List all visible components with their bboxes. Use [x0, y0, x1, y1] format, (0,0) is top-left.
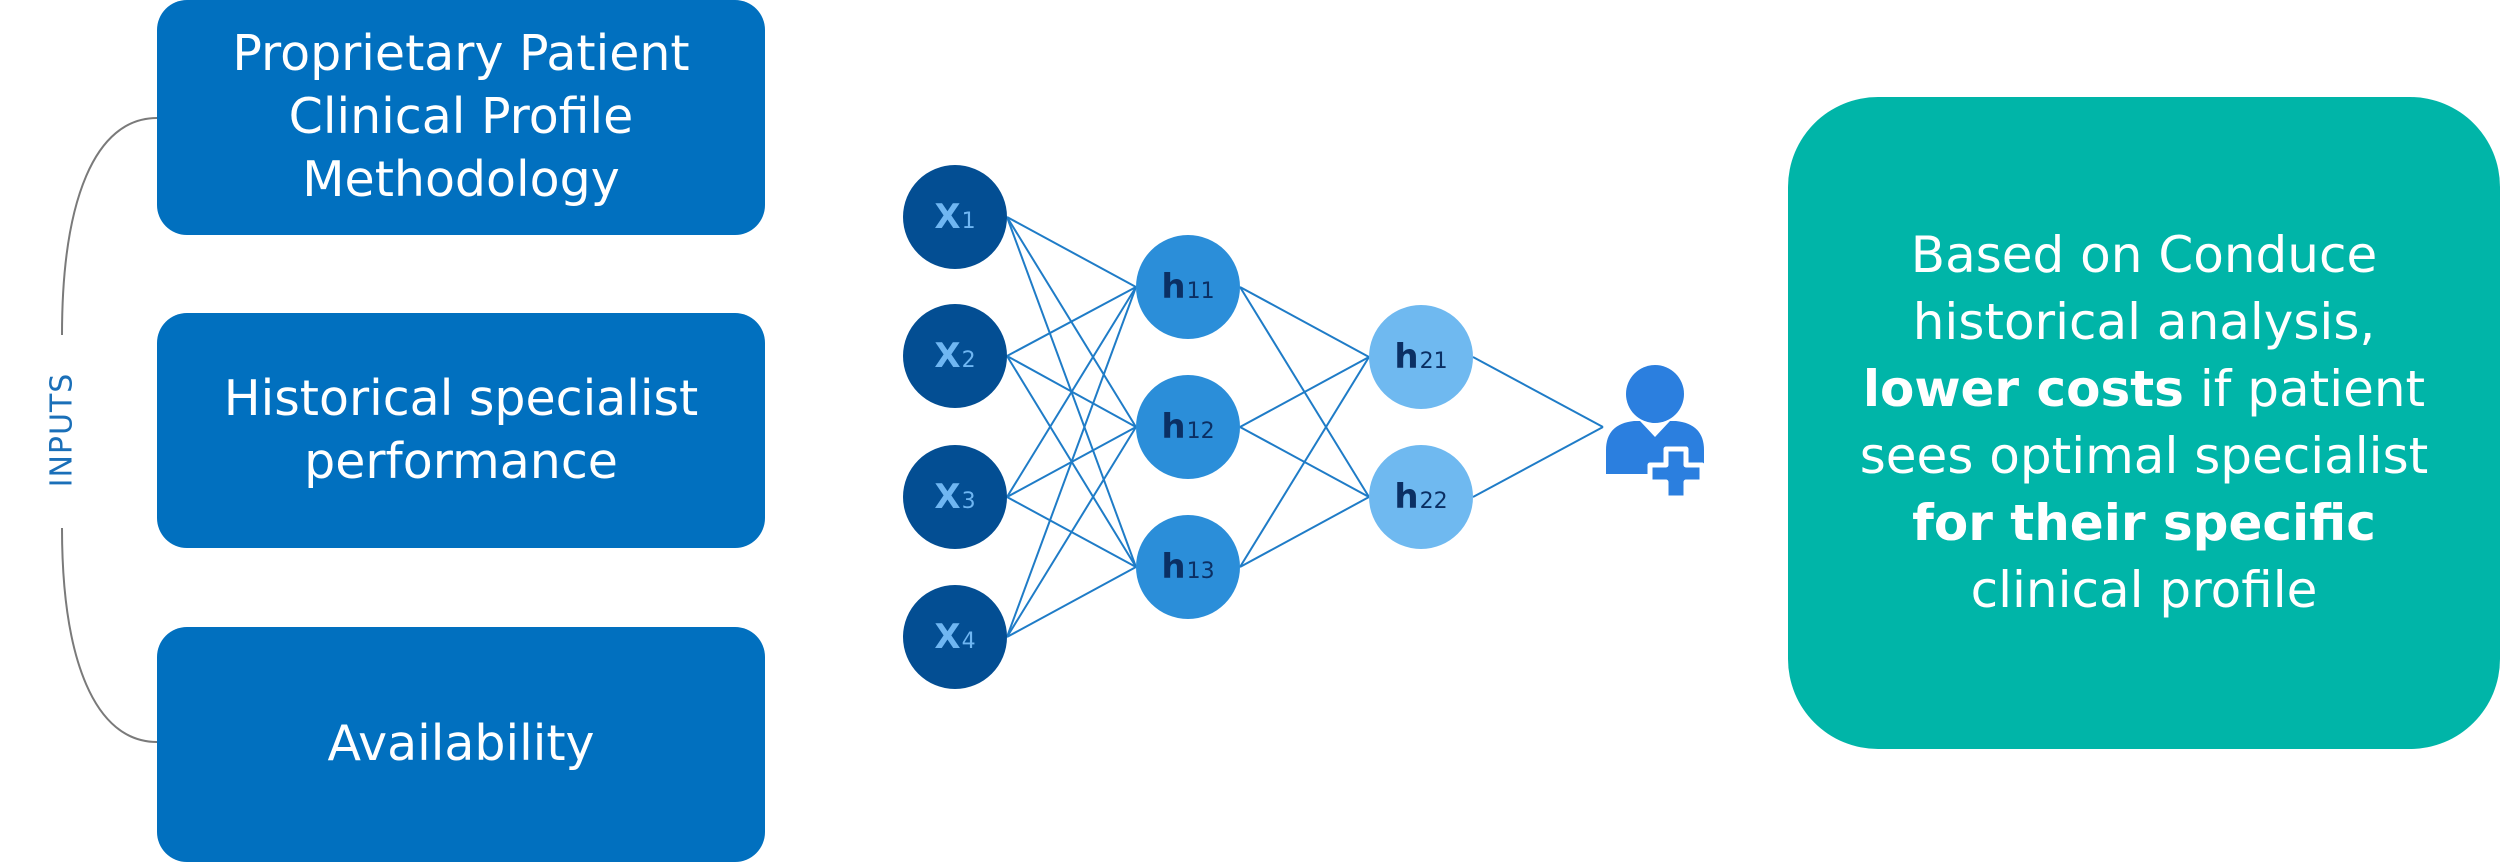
node-label-main: h — [1394, 477, 1419, 517]
node-label-subscript: 13 — [1186, 559, 1215, 584]
node-label-subscript: 12 — [1186, 419, 1215, 444]
inputs-bracket-bottom — [61, 527, 158, 743]
input-box-availability: Availability — [157, 627, 765, 862]
network-edge — [1239, 356, 1370, 428]
node-label-main: h — [1161, 407, 1186, 447]
network-nodes — [903, 165, 1473, 689]
node-label-subscript: 2 — [961, 348, 976, 373]
network-edge — [1006, 286, 1137, 638]
node-label-main: X — [934, 477, 961, 517]
hidden-1-node — [1136, 375, 1240, 479]
node-label-main: X — [934, 617, 961, 657]
input-node — [903, 445, 1007, 549]
node-label-subscript: 4 — [961, 629, 976, 654]
network-edge — [1006, 566, 1137, 638]
network-edge — [1006, 286, 1137, 357]
output-edge — [1472, 426, 1604, 498]
result-text-3: clinical profile — [1970, 561, 2318, 619]
input-node — [903, 165, 1007, 269]
input-box-specialist-performance: Historical specialist performance — [157, 313, 765, 548]
result-text: Based on Conduce historical analysis, lo… — [1828, 222, 2460, 624]
node-label-subscript: 22 — [1419, 489, 1448, 514]
node-label-main: h — [1161, 547, 1186, 587]
network-edge — [1239, 356, 1370, 568]
patient-plus-icon — [1606, 365, 1705, 501]
hidden-1-node — [1136, 235, 1240, 339]
input-box-label: Proprietary Patient Clinical Profile Met… — [232, 25, 690, 208]
hidden-1-node — [1136, 515, 1240, 619]
input-node — [903, 585, 1007, 689]
result-text-2: if patient sees optimal specialist — [1859, 360, 2429, 485]
network-edge — [1006, 286, 1137, 498]
node-label-subscript: 3 — [961, 489, 976, 514]
input-box-label: Historical specialist performance — [223, 369, 699, 490]
network-edge — [1006, 426, 1137, 638]
network-edges — [1006, 216, 1604, 638]
node-label-main: X — [934, 197, 961, 237]
output-edge — [1472, 356, 1604, 428]
result-box: Based on Conduce historical analysis, lo… — [1788, 97, 2500, 749]
network-edge — [1006, 216, 1137, 288]
result-bold-specific: for their specific — [1912, 494, 2376, 552]
node-label-main: h — [1394, 337, 1419, 377]
node-label-subscript: 11 — [1186, 279, 1215, 304]
input-node — [903, 304, 1007, 408]
inputs-bracket-top — [61, 117, 158, 336]
input-box-label: Availability — [327, 715, 595, 773]
result-bold-lower-costs: lower costs — [1862, 360, 2184, 418]
network-edge — [1239, 286, 1370, 358]
inputs-label: INPUTS — [44, 372, 80, 488]
network-edge — [1239, 496, 1370, 568]
node-label-main: X — [934, 336, 961, 376]
hidden-2-node — [1369, 445, 1473, 549]
hidden-2-node — [1369, 305, 1473, 409]
input-box-clinical-profile: Proprietary Patient Clinical Profile Met… — [157, 0, 765, 235]
node-label-main: h — [1161, 267, 1186, 307]
node-label-subscript: 1 — [961, 209, 976, 234]
node-label-subscript: 21 — [1419, 349, 1448, 374]
result-text-1: Based on Conduce historical analysis, — [1910, 226, 2378, 351]
